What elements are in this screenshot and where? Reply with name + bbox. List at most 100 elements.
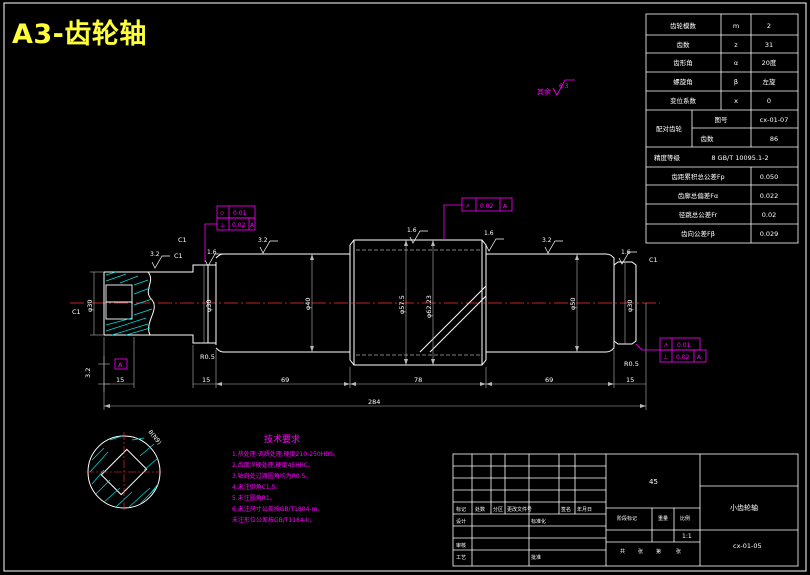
- roughness-values: 3.2 1.6 3.2 1.6 1.6 3.2 1.6: [150, 227, 631, 258]
- tb-count: 处数: [475, 506, 485, 513]
- param-value-helix-angle: 左旋: [763, 77, 777, 86]
- diameter-gear-root: φ57.5: [398, 295, 406, 314]
- dim-r2: R0.5: [624, 360, 639, 368]
- dim-seg2: 69: [281, 376, 289, 384]
- gear-root-lines: [356, 249, 480, 356]
- tech-heading: 技术要求: [264, 433, 300, 445]
- gdt-5-datum: A: [697, 354, 702, 361]
- tb-design: 设计: [456, 518, 466, 525]
- gear-parameter-text: 齿轮模数 m 2 齿数 z 31 齿形角 α 20度 螺旋角 β 左旋 变位系数…: [654, 21, 788, 238]
- param-symbol-teeth: z: [734, 41, 738, 49]
- shaft-outline: [103, 239, 637, 366]
- tolerance-value-falpha: 0.022: [760, 192, 779, 200]
- gdt-2-symbol: ⊥: [220, 222, 225, 229]
- tb-sheets2: 张: [676, 548, 681, 555]
- gear-parameter-table: [645, 13, 799, 244]
- keyway-detail: [105, 284, 133, 320]
- roughness-other-value: 6.3: [559, 83, 569, 90]
- roughness-journal-left: 3.2: [258, 237, 268, 244]
- tech-item-6: 6.未注尺寸公差按GB/T1804-m。: [232, 505, 323, 513]
- tech-item-7: 未注形位公差按GB/T1184-k。: [232, 516, 315, 524]
- chamfer-labels: C1 C1 C1 C1: [72, 236, 658, 316]
- title-block-drawing-no: cx-01-05: [733, 542, 762, 550]
- roughness-left-end: 3.2: [150, 251, 160, 258]
- chamfer-right-end: C1: [649, 256, 658, 264]
- roughness-other-symbol: [552, 79, 575, 96]
- gdt-5-tol: 0.02: [676, 354, 690, 361]
- title-block-material: 45: [649, 478, 658, 486]
- dim-vertical: 3.2: [84, 368, 92, 378]
- param-value-teeth: 31: [765, 41, 773, 49]
- param-name-helix-angle: 螺旋角: [673, 77, 693, 86]
- diameter-left-end: φ30: [86, 299, 94, 312]
- chamfer-step: C1: [178, 236, 187, 244]
- tb-review: 审核: [456, 542, 466, 549]
- accuracy-value: 8 GB/T 10095.1-2: [711, 154, 768, 162]
- gdt-frames: [204, 197, 707, 363]
- mating-row2-key: 齿数: [701, 134, 715, 143]
- param-symbol-pressure-angle: α: [734, 59, 738, 67]
- tech-item-3: 3.轴肩处过渡圆角均为R0.5。: [232, 472, 311, 480]
- tb-sheets1: 张: [638, 548, 643, 555]
- gdt-3-tol: 0.02: [480, 203, 494, 210]
- tb-mark: 标记: [456, 506, 466, 513]
- tolerance-name-fp: 齿距累积总公差Fp: [671, 172, 724, 181]
- tolerance-name-fr: 径跳总公差Fr: [679, 210, 718, 219]
- dimension-lines: [90, 240, 647, 410]
- tb-approve: 批准: [531, 554, 541, 561]
- mating-row2-value: 86: [770, 135, 778, 143]
- tb-zone: 分区: [493, 506, 503, 513]
- roughness-symbols: [151, 230, 637, 269]
- tb-ratio: 比例: [680, 515, 690, 522]
- gdt-text: ⌭ 0.01 ⊥ 0.02 A ↗ 0.02 A ↗ 0.01 ⊥ 0.02 A: [220, 203, 702, 361]
- dim-seg4: 69: [545, 376, 553, 384]
- dimension-arrows: [104, 240, 646, 408]
- tolerance-value-fp: 0.050: [760, 173, 779, 181]
- tolerance-name-falpha: 齿廓总偏差Fα: [678, 191, 719, 200]
- tb-no: 第: [656, 548, 661, 555]
- mating-gear-label: 配对齿轮: [656, 124, 683, 133]
- diameter-journal-right: φ50: [569, 297, 577, 310]
- roughness-step: 1.6: [207, 249, 217, 256]
- gdt-3-datum: A: [503, 203, 508, 210]
- title-block-text: 45 小齿轮轴 cx-01-05 1:1: [649, 478, 762, 550]
- dim-seg3: 78: [414, 376, 422, 384]
- diameter-labels: φ30 φ30 φ40 φ57.5 φ62.23 φ50 φ30: [86, 295, 634, 318]
- param-value-pressure-angle: 20度: [762, 58, 777, 67]
- dim-r1: R0.5: [200, 353, 215, 361]
- tb-stage: 阶段标记: [617, 515, 637, 522]
- tech-item-4: 4.未注倒角C1.5。: [232, 483, 281, 491]
- tb-change-doc: 更改文件号: [507, 506, 532, 513]
- cross-section-view: 8(N9): [86, 429, 163, 512]
- gdt-4-symbol: ↗: [663, 342, 668, 349]
- roughness-other-note: 其余 6.3: [537, 79, 575, 96]
- helical-tooth-lines: [419, 285, 487, 353]
- roughness-gear: 1.6: [407, 227, 417, 234]
- datum-marker: A: [114, 358, 128, 370]
- datum-label: A: [118, 361, 123, 369]
- tolerance-value-fbeta: 0.029: [760, 230, 779, 238]
- gdt-1-symbol: ⌭: [220, 210, 225, 217]
- drawing-frame: [3, 2, 807, 572]
- mating-row1-key: 图号: [715, 116, 729, 124]
- title-block: [452, 453, 799, 567]
- param-name-shift: 变位系数: [670, 96, 697, 105]
- title-block-part-name: 小齿轮轴: [730, 503, 758, 512]
- gdt-3-symbol: ↗: [465, 203, 470, 210]
- chamfer-collar: C1: [174, 252, 183, 260]
- accuracy-label: 精度等级: [654, 153, 681, 162]
- tolerance-name-fbeta: 齿向公差Fβ: [681, 229, 715, 238]
- gdt-5-symbol: ⊥: [663, 354, 668, 361]
- roughness-journal-right: 3.2: [542, 237, 552, 244]
- drawing-title: A3-齿轮轴: [12, 19, 147, 50]
- param-symbol-helix-angle: β: [734, 78, 738, 86]
- param-value-module: 2: [767, 22, 771, 30]
- diameter-step: φ30: [205, 299, 213, 312]
- gdt-2-datum: A: [250, 222, 255, 229]
- chamfer-left-end: C1: [72, 308, 81, 316]
- tb-date: 年月日: [577, 506, 592, 513]
- param-symbol-module: m: [733, 22, 739, 30]
- dim-seg5: 15: [626, 376, 634, 384]
- gdt-4-tol: 0.01: [677, 342, 691, 349]
